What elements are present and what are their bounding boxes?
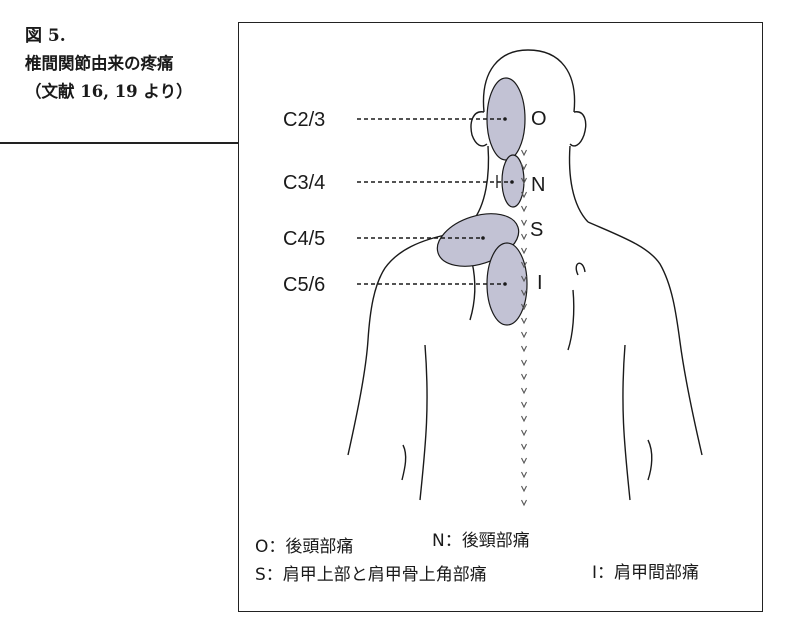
spine-mark <box>521 387 527 395</box>
neck-left <box>471 145 490 223</box>
legend-s: S：肩甲上部と肩甲骨上角部痛 <box>255 565 487 585</box>
level-label-c56: C5/6 <box>283 274 325 296</box>
dot-c45 <box>481 236 485 240</box>
spine-mark <box>521 219 527 227</box>
spine-mark <box>521 247 527 255</box>
spine-mark <box>521 401 527 409</box>
spine-mark <box>521 373 527 381</box>
right-ear <box>569 111 587 147</box>
level-label-c34: C3/4 <box>283 172 325 194</box>
caption-divider <box>0 142 238 144</box>
spine-mark <box>521 499 527 507</box>
spine-mark <box>521 205 527 213</box>
spine-mark <box>521 177 527 185</box>
spine-mark <box>521 471 527 479</box>
level-label-c45: C4/5 <box>283 228 325 250</box>
spine-mark <box>521 149 527 157</box>
region-letter-i: I <box>537 272 543 294</box>
figure-title: 椎間関節由来の疼痛 <box>25 54 174 73</box>
leader-lines <box>357 118 512 285</box>
spine-mark <box>521 331 527 339</box>
dot-c23 <box>503 117 507 121</box>
legend-o: O：後頭部痛 <box>255 537 353 557</box>
level-label-c23: C2/3 <box>283 109 325 131</box>
region-letter-o: O <box>531 108 547 130</box>
spine-mark <box>521 415 527 423</box>
dot-c56 <box>503 282 507 286</box>
neck-right <box>568 145 589 223</box>
body-outline <box>347 49 703 501</box>
spine-mark <box>521 289 527 297</box>
right-shoulder <box>587 221 703 456</box>
left-arm-crease <box>401 444 407 481</box>
spine-mark <box>521 317 527 325</box>
spine-mark <box>521 261 527 269</box>
spine-markers <box>521 149 527 507</box>
pain-regions <box>436 77 528 326</box>
spine-mark <box>521 443 527 451</box>
left-ear <box>470 111 488 147</box>
figure-frame <box>238 22 763 612</box>
spine-mark <box>521 345 527 353</box>
region-letter-s: S <box>530 219 543 241</box>
spine-mark <box>521 163 527 171</box>
spine-mark <box>521 359 527 367</box>
left-torso <box>419 344 428 501</box>
figure-source: （文献 16, 19 より） <box>25 82 193 101</box>
region-letter-n: N <box>531 174 545 196</box>
figure-number: 図 5. <box>25 26 66 46</box>
spine-mark <box>521 233 527 241</box>
right-torso <box>622 344 631 501</box>
left-shoulder <box>347 233 451 456</box>
right-scapula-hook <box>575 262 586 276</box>
right-arm-crease <box>647 439 653 481</box>
dot-c34 <box>510 180 514 184</box>
spine-mark <box>521 429 527 437</box>
legend-i: I：肩甲間部痛 <box>592 563 699 583</box>
left-scapula <box>469 261 476 321</box>
spine-mark <box>521 457 527 465</box>
head-outline <box>482 49 576 113</box>
spine-mark <box>521 303 527 311</box>
right-scapula-edge <box>567 289 575 351</box>
figure-caption: 図 5. 椎間関節由来の疼痛 （文献 16, 19 より） <box>25 22 193 106</box>
spine-mark <box>521 191 527 199</box>
spine-mark <box>521 485 527 493</box>
leader-dots <box>481 117 514 286</box>
spine-mark <box>521 275 527 283</box>
legend-n: N：後頸部痛 <box>432 531 530 551</box>
